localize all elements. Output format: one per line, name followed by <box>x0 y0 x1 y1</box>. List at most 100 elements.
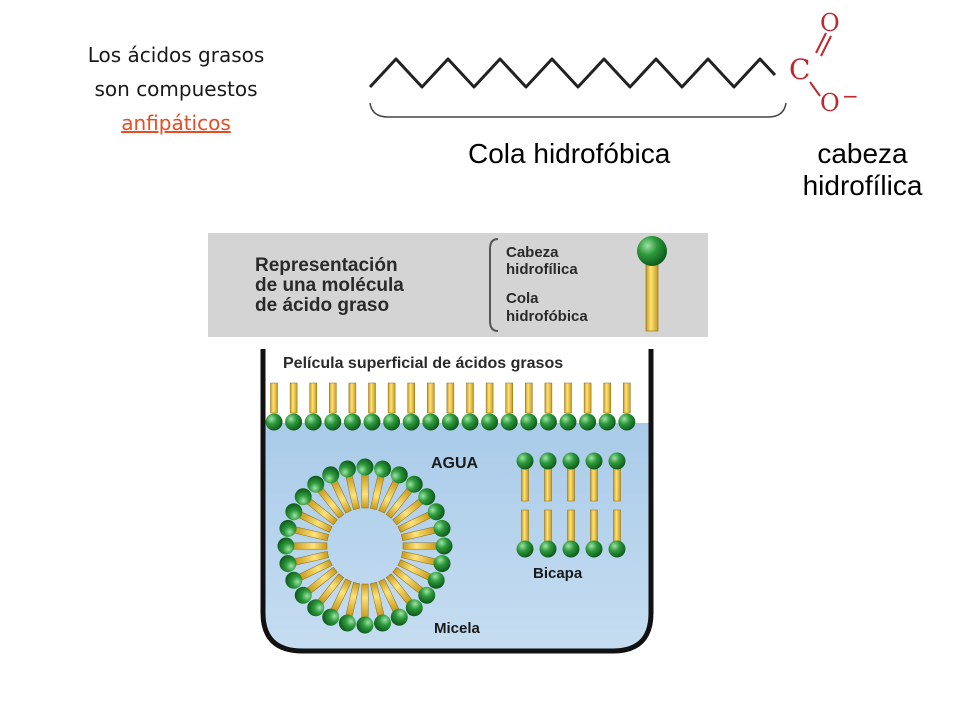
oxygen-double-bond: O <box>820 9 840 37</box>
film-head <box>618 413 636 431</box>
micelle-molecule <box>356 583 374 634</box>
bilayer-tail <box>590 467 598 502</box>
micelle-molecule <box>370 460 392 510</box>
beaker <box>260 349 654 654</box>
fatty-acid-structures-figure: Representación de una molécula de ácido … <box>208 233 708 654</box>
legend-tail-stick <box>645 260 659 332</box>
film-head <box>500 413 518 431</box>
micelle-molecule <box>397 559 445 589</box>
negative-charge: − <box>842 84 859 108</box>
bilayer-tail <box>521 467 529 502</box>
bilayer-head <box>562 540 580 558</box>
legend-title-line-3: de ácido graso <box>255 295 389 316</box>
film-head <box>304 413 322 431</box>
bilayer-head <box>585 540 603 558</box>
micelle-molecule <box>392 488 436 526</box>
oxygen-single-bond: O <box>820 89 840 117</box>
film-head <box>324 413 342 431</box>
film-head <box>598 413 616 431</box>
micelle-molecule <box>401 519 451 541</box>
legend-title-line-1: Representación <box>255 255 398 276</box>
tail-label: Cola hidrofóbica <box>468 138 671 169</box>
micelle-molecule <box>397 503 445 533</box>
micelle-molecule <box>338 460 360 510</box>
bilayer-head <box>585 452 603 470</box>
film-head <box>559 413 577 431</box>
film-head <box>363 413 381 431</box>
micelle-molecule <box>277 537 328 555</box>
head-label: cabeza hidrofílica <box>780 138 945 202</box>
film-head <box>461 413 479 431</box>
carbon-symbol: C <box>789 53 810 86</box>
micelle <box>277 458 453 634</box>
micelle-molecule <box>402 537 453 555</box>
bilayer-head <box>516 452 534 470</box>
film-head <box>520 413 538 431</box>
film-head <box>402 413 420 431</box>
film-tail <box>525 382 533 414</box>
film-tail <box>407 382 415 414</box>
film-tail <box>270 382 278 414</box>
legend-head-ball <box>637 236 667 266</box>
surface-film <box>265 382 636 431</box>
amphipathic-link[interactable]: anfipáticos <box>121 111 231 135</box>
legend-tail-line-2: hidrofóbica <box>506 308 588 325</box>
bilayer-head <box>608 540 626 558</box>
film-tail <box>348 382 357 414</box>
legend-panel: Representación de una molécula de ácido … <box>208 233 708 337</box>
head-label-line-1: cabeza <box>817 138 908 169</box>
micelle-molecule <box>378 466 408 514</box>
water-label: AGUA <box>431 455 479 472</box>
fatty-acid-formula: C O O − <box>368 9 859 118</box>
micelle-molecule <box>285 559 333 589</box>
micelle-molecule <box>307 573 345 617</box>
intro-line-1: Los ácidos grasos <box>87 43 265 67</box>
micelle-molecule <box>338 582 360 632</box>
film-head <box>383 413 401 431</box>
bilayer-tail <box>613 509 621 544</box>
film-head <box>579 413 597 431</box>
film-head <box>285 413 303 431</box>
micelle-molecule <box>356 458 374 509</box>
film-label: Película superficial de ácidos grasos <box>283 355 563 372</box>
film-tail <box>427 382 435 414</box>
film-head <box>343 413 361 431</box>
film-tail <box>485 382 494 414</box>
hydrocarbon-chain <box>368 57 777 89</box>
micelle-molecule <box>294 566 338 604</box>
film-tail <box>544 382 553 414</box>
film-tail <box>505 382 513 414</box>
film-tail <box>387 382 396 414</box>
bilayer-head <box>539 540 557 558</box>
legend-head-line-2: hidrofílica <box>506 261 578 278</box>
bilayer <box>516 452 626 558</box>
bilayer-head <box>516 540 534 558</box>
film-head <box>265 413 283 431</box>
micelle-molecule <box>307 475 345 519</box>
carboxyl-group: C O O − <box>789 9 859 117</box>
film-tail <box>583 382 592 414</box>
bilayer-tail <box>567 509 575 544</box>
micelle-molecule <box>322 466 352 514</box>
bilayer-tail <box>613 467 621 502</box>
film-head <box>481 413 499 431</box>
micelle-label: Micela <box>434 620 481 637</box>
legend-title-line-2: de una molécula <box>255 275 404 296</box>
micelle-molecule <box>279 519 329 541</box>
legend-bracket <box>489 238 499 332</box>
legend-tail-line-1: Cola <box>506 290 539 307</box>
film-tail <box>623 382 631 414</box>
beaker-wall <box>260 349 654 654</box>
film-tail <box>446 382 455 414</box>
micelle-molecule <box>322 578 352 626</box>
film-tail <box>368 382 376 414</box>
bilayer-tail <box>590 509 598 544</box>
micelle-molecule <box>392 566 436 604</box>
intro-text: Los ácidos grasos son compuestos anfipát… <box>45 38 307 140</box>
bilayer-head <box>608 452 626 470</box>
tail-brace <box>369 102 787 118</box>
head-label-line-2: hidrofílica <box>802 170 923 201</box>
water-fill <box>263 423 651 651</box>
film-head <box>422 413 440 431</box>
micelle-molecule <box>285 503 333 533</box>
